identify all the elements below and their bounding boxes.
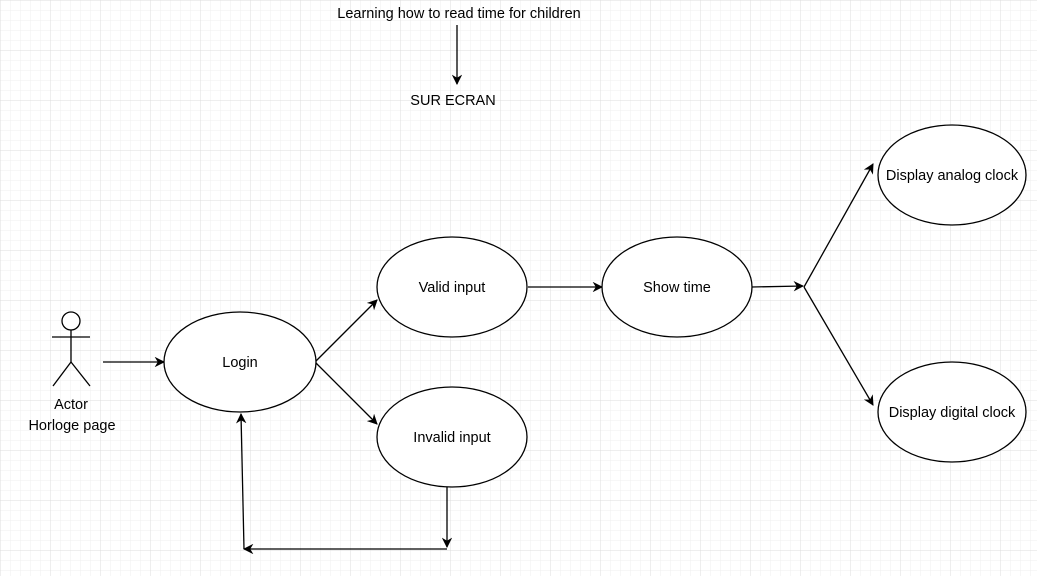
valid-input-ellipse	[376, 236, 528, 338]
show-time-ellipse	[601, 236, 753, 338]
edge-fork-to-digital-clock	[803, 286, 874, 406]
edge-show-time-to-fork	[751, 280, 805, 292]
valid-input-label: Valid input	[419, 280, 486, 296]
actor-label: Horloge page	[28, 418, 115, 434]
use-case-display-analog-clock[interactable]: Display analog clock	[877, 124, 1027, 226]
diagram-title: Learning how to read time for children	[337, 6, 580, 22]
actor-name: Actor	[54, 397, 88, 413]
use-case-display-digital-clock[interactable]: Display digital clock	[877, 361, 1027, 463]
actor-right-leg	[70, 361, 91, 387]
invalid-input-label: Invalid input	[413, 430, 490, 446]
digital-clock-label: Display digital clock	[889, 405, 1016, 421]
actor-horloge-page[interactable]: Actor Horloge page	[28, 311, 116, 434]
actor-left-leg	[52, 361, 72, 387]
login-ellipse	[163, 311, 317, 413]
use-case-login[interactable]: Login	[163, 311, 317, 413]
use-case-valid-input[interactable]: Valid input	[376, 236, 528, 338]
use-case-invalid-input[interactable]: Invalid input	[376, 386, 528, 488]
digital-clock-ellipse	[877, 361, 1027, 463]
login-label: Login	[222, 355, 257, 371]
analog-clock-label: Display analog clock	[886, 168, 1019, 184]
show-time-label: Show time	[643, 280, 711, 296]
analog-clock-ellipse	[877, 124, 1027, 226]
edge-fork-to-analog-clock	[803, 163, 874, 288]
use-case-show-time[interactable]: Show time	[601, 236, 753, 338]
edge-return-to-login	[236, 412, 247, 550]
edge-login-to-valid-input	[314, 299, 378, 363]
actor-head	[61, 311, 81, 331]
invalid-input-ellipse	[376, 386, 528, 488]
diagram-subtitle: SUR ECRAN	[410, 93, 495, 109]
edge-login-to-invalid-input	[314, 361, 378, 425]
